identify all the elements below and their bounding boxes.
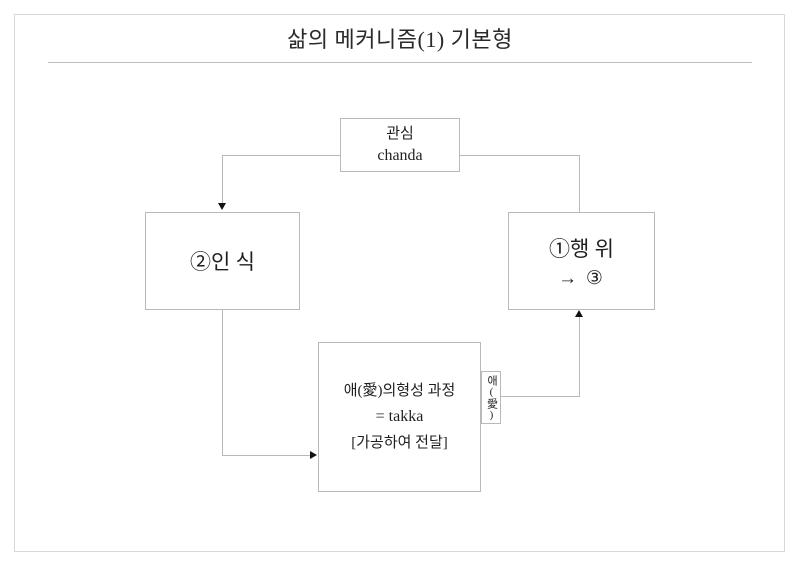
connector-perception-to-takka-horizontal	[222, 455, 312, 456]
connector-chanda-left-vertical	[222, 155, 223, 205]
node-action-label: ①행 위	[549, 236, 614, 261]
page-frame	[14, 14, 785, 552]
connector-perception-down-vertical	[222, 310, 223, 456]
connector-chanda-right-vertical	[579, 155, 580, 213]
node-chanda-pali: chanda	[377, 147, 423, 164]
node-action-sublabel: → ③	[558, 267, 605, 289]
node-action[interactable]: ①행 위 → ③	[508, 212, 655, 310]
node-takka-line1: 애(愛)의형성 과정	[343, 383, 456, 399]
node-takka-line2: = takka	[375, 408, 424, 425]
arrowhead-into-perception	[218, 203, 226, 210]
connector-chanda-left-horizontal	[222, 155, 341, 156]
arrowhead-into-takka	[310, 451, 317, 459]
node-takka[interactable]: 애(愛)의형성 과정 = takka [가공하여 전달]	[318, 342, 481, 492]
node-chanda[interactable]: 관심 chanda	[340, 118, 460, 172]
connector-ae-tag-horizontal	[501, 396, 580, 397]
node-perception[interactable]: ②인 식	[145, 212, 300, 310]
connector-chanda-right-horizontal	[460, 155, 580, 156]
node-ae-tag-label: 애(愛)	[485, 374, 498, 421]
node-chanda-korean: 관심	[386, 126, 414, 142]
arrowhead-into-action	[575, 310, 583, 317]
node-takka-line3: [가공하여 전달]	[351, 435, 448, 451]
title-divider	[48, 62, 752, 63]
node-perception-label: ②인 식	[190, 250, 255, 274]
node-ae-tag[interactable]: 애(愛)	[481, 371, 501, 424]
page-title: 삶의 메커니즘(1) 기본형	[287, 27, 513, 52]
connector-ae-tag-vertical	[579, 317, 580, 396]
